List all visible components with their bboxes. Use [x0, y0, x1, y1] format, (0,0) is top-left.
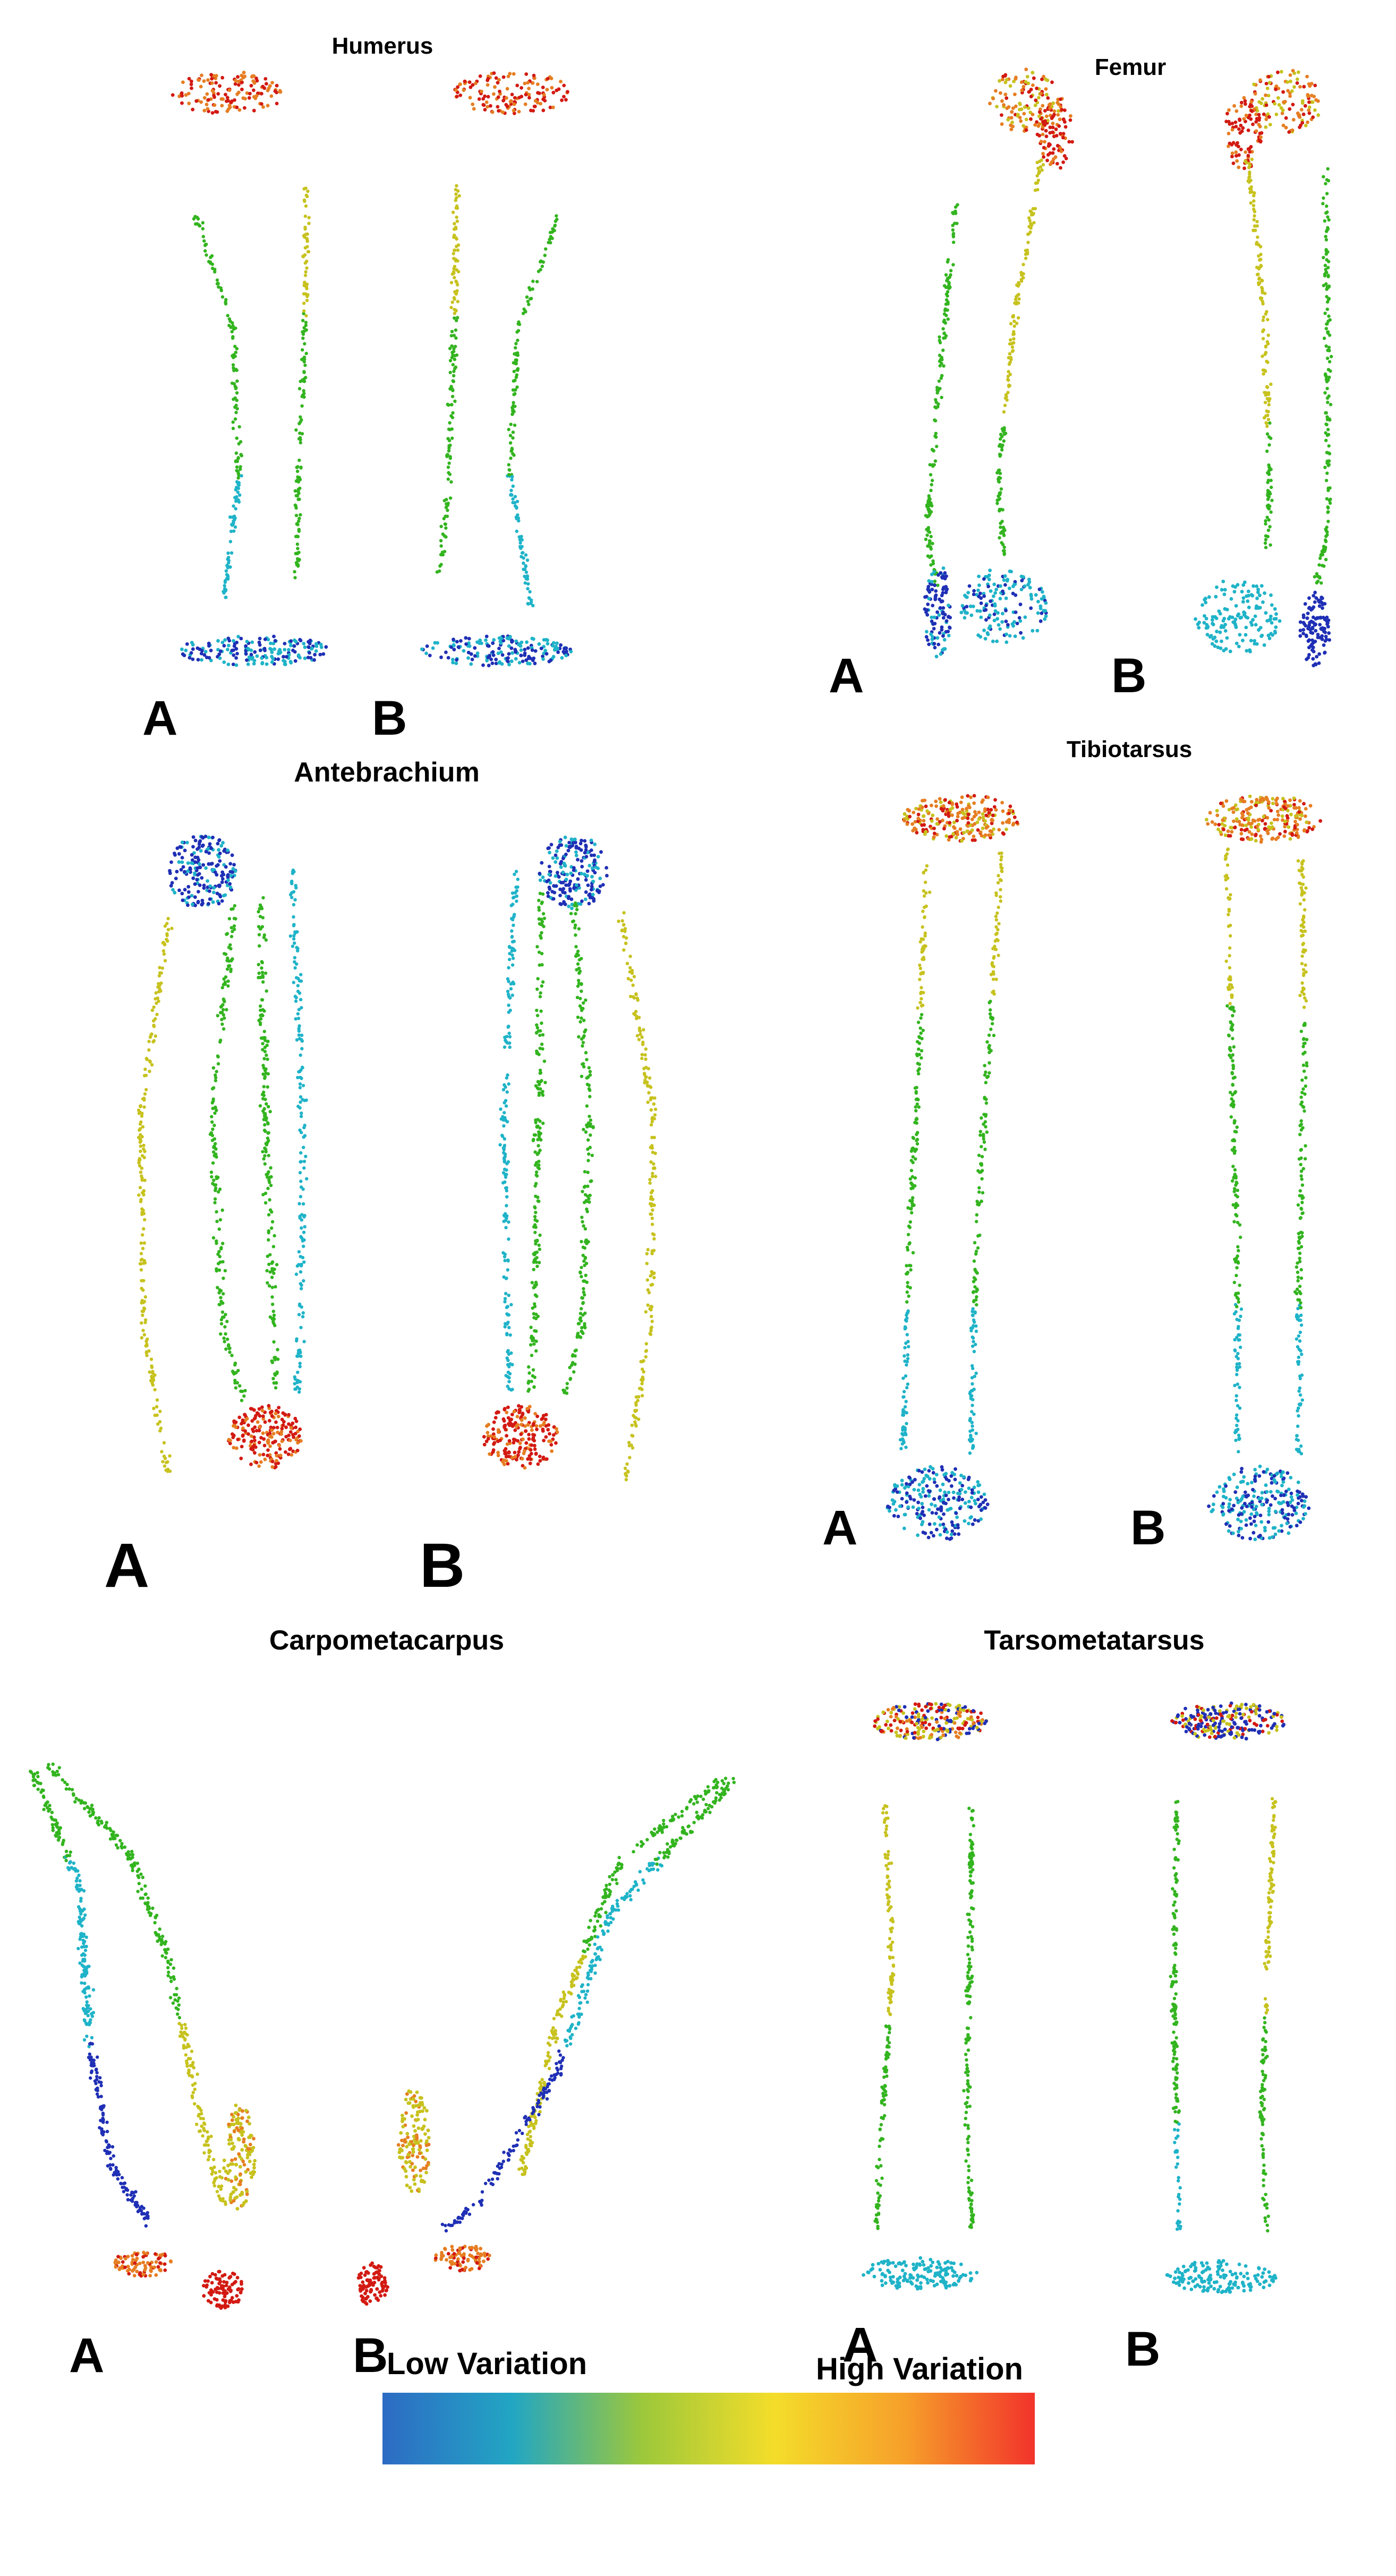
tarsometatarsus-a-proximal	[873, 1702, 989, 1741]
antebrachium-b-mid-1	[526, 891, 547, 1393]
carpometacarpus-a-minor-metacarpal	[222, 2103, 257, 2211]
femur-a-shaft-left	[924, 203, 959, 588]
antebrachium-b-outer	[617, 911, 658, 1482]
legend-low-label: Low Variation	[387, 2347, 588, 2381]
humerus-a-proximal	[171, 71, 283, 115]
antebrachium-a-mid-1	[208, 904, 247, 1402]
tibiotarsus-b-distal	[1207, 1464, 1311, 1542]
tibiotarsus-b-shaft-left	[1223, 847, 1244, 1453]
femur-b-shaft-right	[1313, 167, 1333, 585]
tarsometatarsus-a-shaft-left	[873, 1804, 896, 2230]
humerus-b-proximal	[453, 71, 569, 115]
carpometacarpus-a-outer	[29, 1770, 150, 2228]
tarsometatarsus-b-distal	[1165, 2259, 1278, 2294]
humerus-a-shaft-left	[192, 215, 243, 599]
legend-high-label: High Variation	[816, 2352, 1023, 2386]
view-label-femur-b: B	[1111, 649, 1147, 703]
humerus-b-shaft-left	[435, 184, 461, 574]
tarsometatarsus-b-shaft-right	[1258, 1797, 1278, 2233]
femur-b-head	[1249, 69, 1321, 134]
carpometacarpus-a-inner	[46, 1762, 227, 2206]
femur-a-head	[988, 67, 1064, 133]
panel-title-tarsometatarsus: Tarsometatarsus	[984, 1625, 1205, 1656]
variation-color-scale	[382, 2393, 1035, 2464]
carpometacarpus-b-distal-right	[433, 2245, 491, 2273]
tibiotarsus-a-distal	[886, 1465, 990, 1541]
carpometacarpus-a-distal-right	[202, 2269, 244, 2310]
tibiotarsus-a-shaft-right	[967, 851, 1004, 1455]
femur-b-condyle-right	[1298, 590, 1332, 668]
view-label-tarsometatarsus-a: A	[842, 2318, 878, 2372]
femur-a-trochanter	[1035, 97, 1074, 170]
tarsometatarsus-a-shaft-right	[962, 1806, 976, 2229]
view-label-tibiotarsus-b: B	[1130, 1501, 1166, 1555]
carpometacarpus-b-distal-left	[356, 2261, 389, 2306]
femur-a-shaft-right	[995, 158, 1045, 556]
tarsometatarsus-a-distal	[862, 2256, 979, 2291]
humerus-a-distal	[180, 634, 328, 667]
tibiotarsus-a-shaft-left	[898, 864, 932, 1450]
tibiotarsus-b-proximal	[1205, 794, 1323, 844]
humerus-b-shaft-right	[506, 214, 559, 608]
tarsometatarsus-b-proximal	[1170, 1701, 1286, 1741]
view-label-humerus-b: B	[372, 691, 407, 745]
view-label-carpometacarpus-b: B	[353, 2328, 388, 2383]
tibiotarsus-b-shaft-right	[1293, 859, 1309, 1456]
tarsometatarsus-b-shaft-left	[1169, 1800, 1182, 2231]
panel-title-humerus: Humerus	[331, 33, 433, 59]
view-label-tibiotarsus-a: A	[822, 1501, 858, 1555]
femur-a-condyle-left	[923, 566, 952, 659]
carpometacarpus-b-minor-metacarpal	[396, 2089, 431, 2194]
panel-title-tibiotarsus: Tibiotarsus	[1066, 736, 1193, 762]
view-label-tarsometatarsus-b: B	[1125, 2322, 1161, 2376]
panel-title-antebrachium: Antebrachium	[294, 757, 480, 788]
antebrachium-b-proximal	[538, 835, 609, 911]
carpometacarpus-a-distal-left	[113, 2250, 173, 2278]
antebrachium-a-outer	[137, 916, 174, 1473]
antebrachium-a-distal	[227, 1404, 303, 1470]
carpometacarpus-b-outer	[440, 1776, 736, 2233]
antebrachium-b-inner	[498, 870, 520, 1392]
antebrachium-b-distal	[482, 1404, 559, 1470]
panel-title-femur: Femur	[1094, 54, 1167, 80]
femur-a-condyle-right	[959, 568, 1048, 644]
view-label-femur-a: A	[829, 649, 864, 703]
femur-b-shaft-left	[1243, 157, 1274, 549]
antebrachium-b-mid-2	[561, 901, 595, 1395]
view-label-carpometacarpus-a: A	[69, 2328, 105, 2383]
antebrachium-a-mid-2	[257, 896, 280, 1390]
antebrachium-a-proximal	[168, 835, 237, 907]
view-label-antebrachium-b: B	[420, 1531, 465, 1601]
panel-title-carpometacarpus: Carpometacarpus	[269, 1625, 505, 1656]
view-label-antebrachium-a: A	[104, 1531, 150, 1601]
antebrachium-a-inner	[288, 868, 309, 1394]
tibiotarsus-a-proximal	[902, 794, 1020, 843]
carpometacarpus-b-inner	[517, 1776, 728, 2177]
humerus-a-shaft-right	[293, 186, 311, 580]
view-label-humerus-a: A	[142, 691, 178, 745]
humerus-b-distal	[420, 634, 573, 668]
femur-b-condyle-left	[1194, 580, 1282, 653]
